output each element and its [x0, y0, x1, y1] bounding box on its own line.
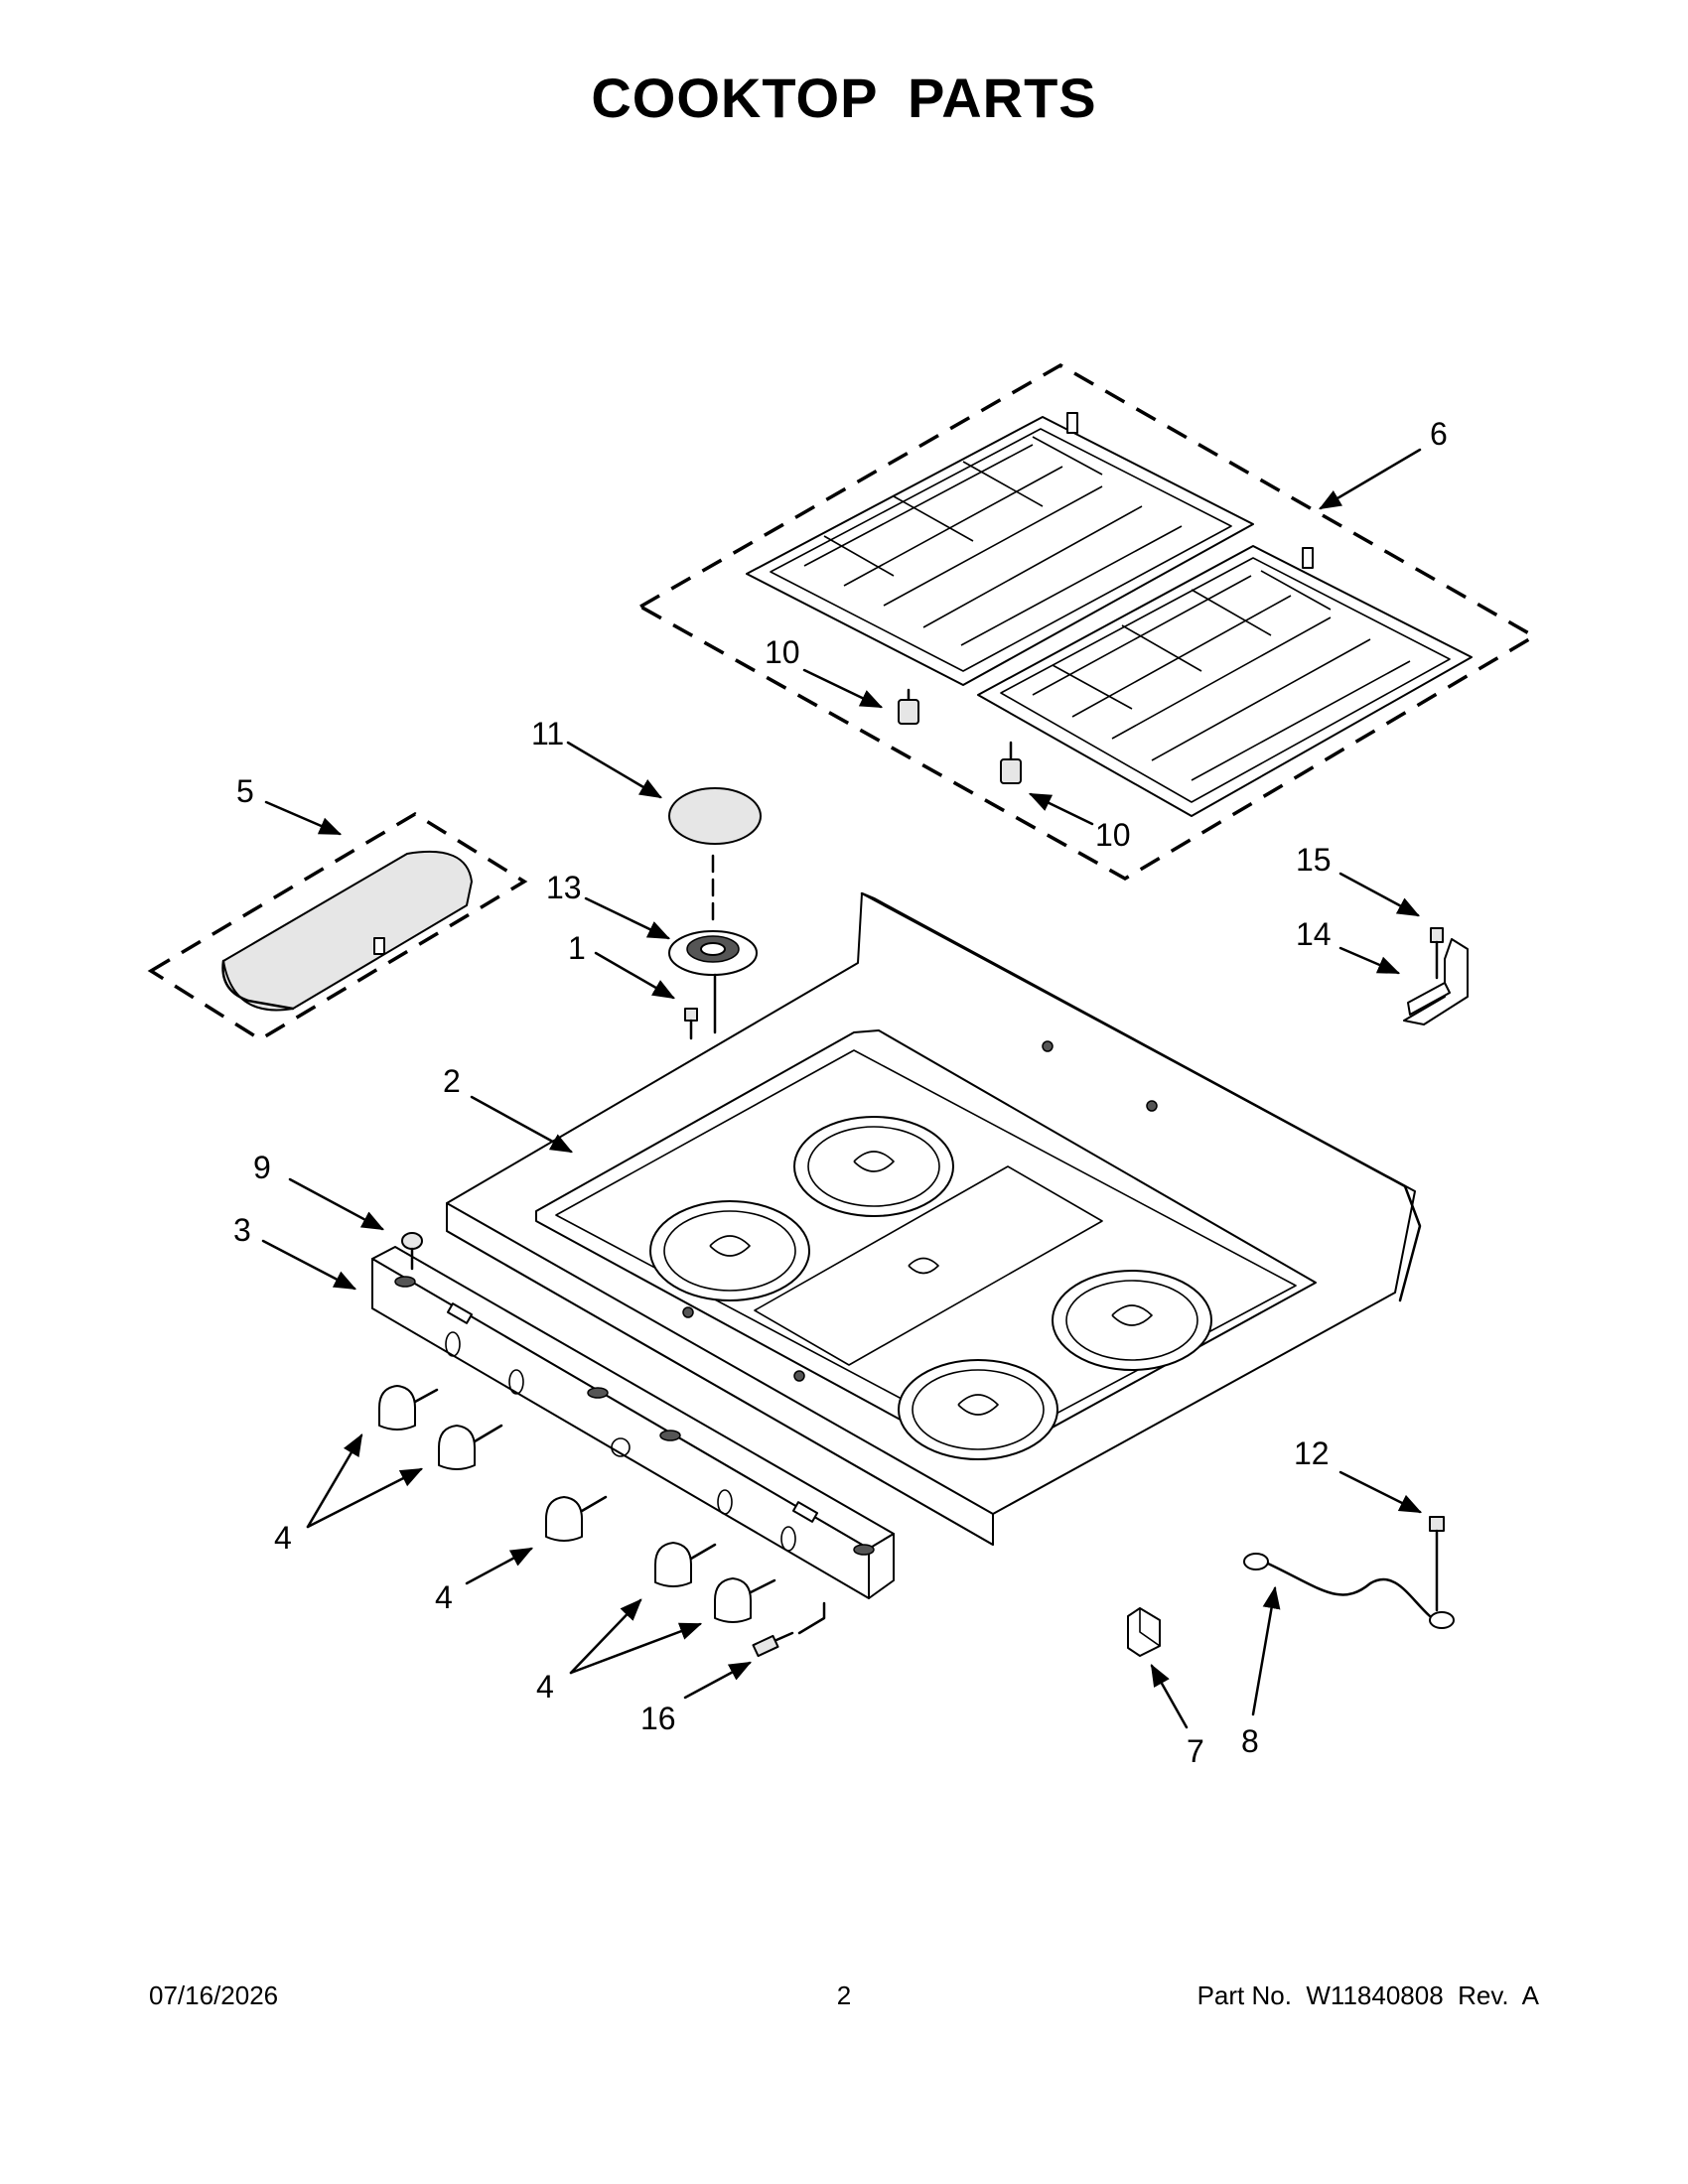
- callout-4-middle: 4: [435, 1579, 453, 1615]
- side-bracket: [1403, 927, 1469, 1025]
- leader-lines: [261, 448, 1423, 1729]
- cooktop-panel: [446, 891, 1422, 1546]
- control-panel: [371, 1246, 895, 1599]
- ground-wire: [1243, 1516, 1455, 1629]
- callout-5: 5: [236, 773, 254, 809]
- footer-part-number: Part No. W11840808 Rev. A: [1196, 1980, 1539, 2010]
- callout-1: 1: [568, 930, 586, 966]
- grate-foot-lower: [1000, 741, 1022, 784]
- footer-date: 07/16/2026: [149, 1980, 279, 2010]
- footer-page-number: 2: [836, 1980, 852, 2010]
- left-grate: [746, 412, 1254, 686]
- callout-16: 16: [640, 1701, 676, 1736]
- grates-assembly: [636, 362, 1538, 882]
- panel-screw-bottom: [752, 1601, 826, 1658]
- callout-13: 13: [546, 870, 582, 905]
- callout-7: 7: [1187, 1733, 1204, 1769]
- center-burner-area: [754, 1165, 1103, 1366]
- burner-cap: [668, 787, 762, 925]
- callout-3: 3: [233, 1212, 251, 1248]
- knob-1: [378, 1385, 439, 1431]
- knob-3: [545, 1495, 608, 1542]
- center-cover-assembly: [147, 811, 528, 1042]
- callout-2: 2: [443, 1063, 461, 1099]
- burner-plate-front-right: [898, 1359, 1058, 1460]
- control-knobs: [378, 1385, 776, 1623]
- burner-plate-rear-right: [1052, 1270, 1212, 1371]
- knob-5: [714, 1577, 776, 1623]
- knob-4: [654, 1542, 717, 1587]
- callout-12: 12: [1294, 1435, 1330, 1471]
- callout-4-right: 4: [536, 1669, 554, 1705]
- grates-dashed-outline: [636, 362, 1538, 882]
- callout-10-lower: 10: [1095, 817, 1131, 853]
- panel-screw-top: [401, 1232, 423, 1271]
- burner-plate-front-left: [649, 1200, 810, 1301]
- grate-foot-upper: [898, 688, 919, 725]
- callout-10-upper: 10: [765, 634, 800, 670]
- burner-plate-rear-left: [793, 1116, 954, 1217]
- callout-9: 9: [253, 1150, 271, 1185]
- page-title: COOKTOP PARTS: [591, 67, 1097, 129]
- callout-15: 15: [1296, 842, 1332, 878]
- callout-labels: 6 10 10 11 5 13 1 2 9 3 4 4 4 16 7 8 12 …: [233, 416, 1448, 1769]
- burner-base: [668, 930, 758, 1034]
- knob-2: [438, 1424, 503, 1470]
- callout-8: 8: [1241, 1723, 1259, 1759]
- callout-14: 14: [1296, 916, 1332, 952]
- center-cover-dashed-outline: [147, 811, 528, 1042]
- callout-4-left: 4: [274, 1520, 292, 1556]
- right-grate: [977, 545, 1473, 817]
- burner-screw: [684, 1008, 698, 1040]
- callout-11: 11: [531, 716, 564, 751]
- wire-clip: [1127, 1607, 1161, 1657]
- callout-6: 6: [1430, 416, 1448, 452]
